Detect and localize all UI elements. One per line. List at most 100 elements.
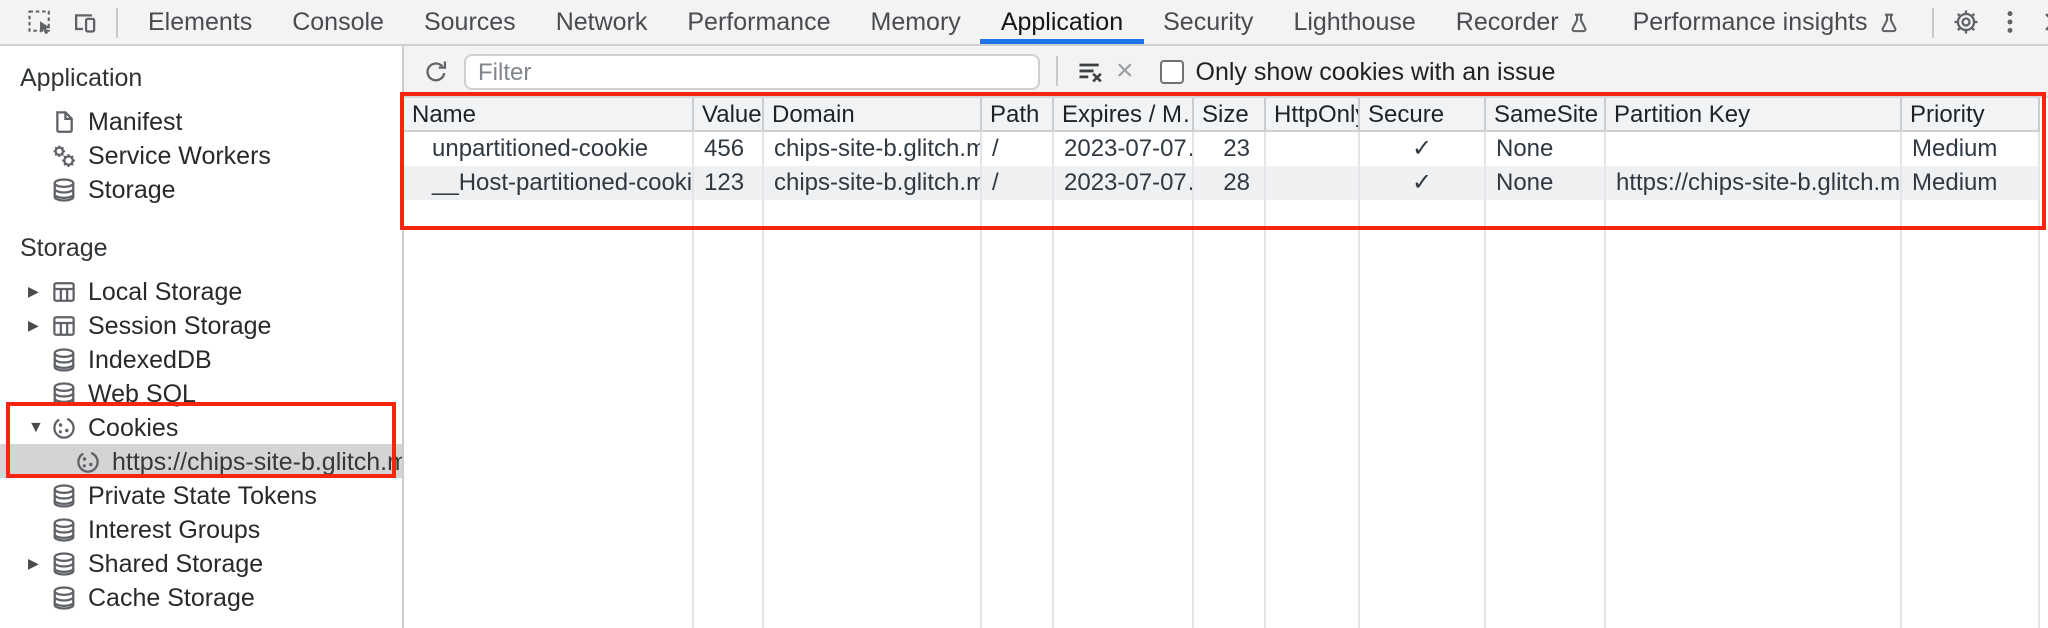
cell-secure[interactable]: ✓ [1360, 166, 1486, 200]
toolbar-divider [1056, 56, 1058, 86]
expand-arrow [28, 418, 50, 436]
grid-filler [1360, 200, 1486, 628]
table-icon [50, 277, 78, 305]
cell-path[interactable]: / [982, 166, 1054, 200]
more-vert-icon[interactable] [1993, 6, 2025, 38]
flask-icon [1567, 9, 1593, 35]
cookies-toolbar: × Only show cookies with an issue [404, 46, 2048, 98]
panel-tab[interactable]: Memory [851, 0, 981, 44]
cell-name[interactable]: __Host-partitioned-cookie [404, 166, 694, 200]
cell-priority[interactable]: Medium [1902, 132, 2040, 166]
column-header-samesite[interactable]: SameSite [1486, 98, 1606, 132]
database-icon [50, 345, 78, 373]
tab-label: Performance [687, 8, 831, 36]
sidebar-item[interactable]: Web SQL [0, 376, 402, 410]
cell-partitionkey[interactable]: https://chips-site-b.glitch.me [1606, 166, 1902, 200]
sidebar-item[interactable]: Private State Tokens [0, 478, 402, 512]
database-icon [50, 379, 78, 407]
cell-httponly[interactable] [1266, 166, 1360, 200]
column-header-path[interactable]: Path [982, 98, 1054, 132]
cell-size[interactable]: 23 [1194, 132, 1266, 166]
cell-secure[interactable]: ✓ [1360, 132, 1486, 166]
cell-samesite[interactable]: None [1486, 132, 1606, 166]
grid-filler [1902, 200, 2040, 628]
flask-icon [1875, 9, 1901, 35]
panel-tab[interactable]: Console [272, 0, 404, 44]
cell-size[interactable]: 28 [1194, 166, 1266, 200]
grid-filler [1486, 200, 1606, 628]
panel-tab[interactable]: Network [536, 0, 668, 44]
cell-expires[interactable]: 2023-07-07… [1054, 132, 1194, 166]
column-header-domain[interactable]: Domain [764, 98, 982, 132]
cell-name[interactable]: unpartitioned-cookie [404, 132, 694, 166]
sidebar-item[interactable]: Cache Storage [0, 580, 402, 614]
filter-input[interactable] [464, 53, 1040, 89]
toolbar-divider [116, 7, 118, 37]
column-header-priority[interactable]: Priority [1902, 98, 2040, 132]
sidebar-item-label: https://chips-site-b.glitch.me [112, 447, 404, 475]
sidebar-item[interactable]: https://chips-site-b.glitch.me [0, 444, 402, 478]
sidebar-item[interactable]: Cookies [0, 410, 402, 444]
sidebar-item-label: Service Workers [88, 141, 271, 169]
sidebar-item[interactable]: Shared Storage [0, 546, 402, 580]
sidebar-item[interactable]: Local Storage [0, 274, 402, 308]
sidebar-item[interactable]: Manifest [0, 104, 402, 138]
sidebar-item-label: Shared Storage [88, 549, 264, 577]
issue-checkbox[interactable] [1159, 59, 1184, 83]
devtools-tabbar: Elements Console Sources Network [0, 0, 2048, 46]
sidebar-item-label: Interest Groups [88, 515, 261, 543]
sidebar-item-label: Local Storage [88, 277, 243, 305]
issue-checkbox-label[interactable]: Only show cookies with an issue [1195, 57, 1556, 85]
panel-tab[interactable]: Security [1143, 0, 1273, 44]
panel-tab[interactable]: Application [981, 0, 1143, 44]
column-header-expires[interactable]: Expires / M… [1054, 98, 1194, 132]
sidebar-item[interactable]: Interest Groups [0, 512, 402, 546]
panel-tab[interactable]: Recorder [1436, 0, 1613, 44]
cell-domain[interactable]: chips-site-b.glitch.me [764, 166, 982, 200]
sidebar-item-label: Cache Storage [88, 583, 255, 611]
column-header-httponly[interactable]: HttpOnly [1266, 98, 1360, 132]
panel-tab[interactable]: Performance insights [1613, 0, 1922, 44]
gear-icon[interactable] [1949, 6, 1981, 38]
cell-partitionkey[interactable] [1606, 132, 1902, 166]
database-icon [50, 175, 78, 203]
tab-label: Sources [423, 8, 516, 36]
column-header-name[interactable]: Name [404, 98, 694, 132]
panel-tab[interactable]: Lighthouse [1273, 0, 1435, 44]
sidebar-item[interactable]: Session Storage [0, 308, 402, 342]
cell-value[interactable]: 456 [694, 132, 764, 166]
sidebar-item[interactable]: Service Workers [0, 138, 402, 172]
panel-tab[interactable]: Sources [404, 0, 536, 44]
cookie-icon [50, 413, 78, 441]
cell-priority[interactable]: Medium [1902, 166, 2040, 200]
right-tools [1921, 0, 2048, 44]
cell-expires[interactable]: 2023-07-07… [1054, 166, 1194, 200]
sidebar-item[interactable]: IndexedDB [0, 342, 402, 376]
panel-tab[interactable]: Performance [667, 0, 850, 44]
column-header-secure[interactable]: Secure [1360, 98, 1486, 132]
cell-value[interactable]: 123 [694, 166, 764, 200]
grid-filler [1266, 200, 1360, 628]
clear-filter-icon[interactable] [1074, 55, 1106, 87]
column-header-partitionkey[interactable]: Partition Key [1606, 98, 1902, 132]
sidebar-item-label: Manifest [88, 107, 183, 135]
device-toolbar-icon[interactable] [68, 6, 100, 38]
cell-httponly[interactable] [1266, 132, 1360, 166]
delete-selected-icon[interactable]: × [1116, 54, 1134, 88]
inspect-icon[interactable] [24, 6, 56, 38]
cell-path[interactable]: / [982, 132, 1054, 166]
column-header-value[interactable]: Value [694, 98, 764, 132]
refresh-icon[interactable] [420, 55, 452, 87]
cell-domain[interactable]: chips-site-b.glitch.me [764, 132, 982, 166]
column-header-size[interactable]: Size [1194, 98, 1266, 132]
sidebar-item[interactable]: Storage [0, 172, 402, 206]
panel-tab[interactable]: Elements [128, 0, 272, 44]
database-icon [50, 515, 78, 543]
sidebar-item-label: Storage [88, 175, 176, 203]
cell-samesite[interactable]: None [1486, 166, 1606, 200]
tab-label: Security [1163, 8, 1254, 36]
close-icon[interactable] [2037, 6, 2048, 38]
cookie-icon [74, 447, 102, 475]
database-icon [50, 583, 78, 611]
